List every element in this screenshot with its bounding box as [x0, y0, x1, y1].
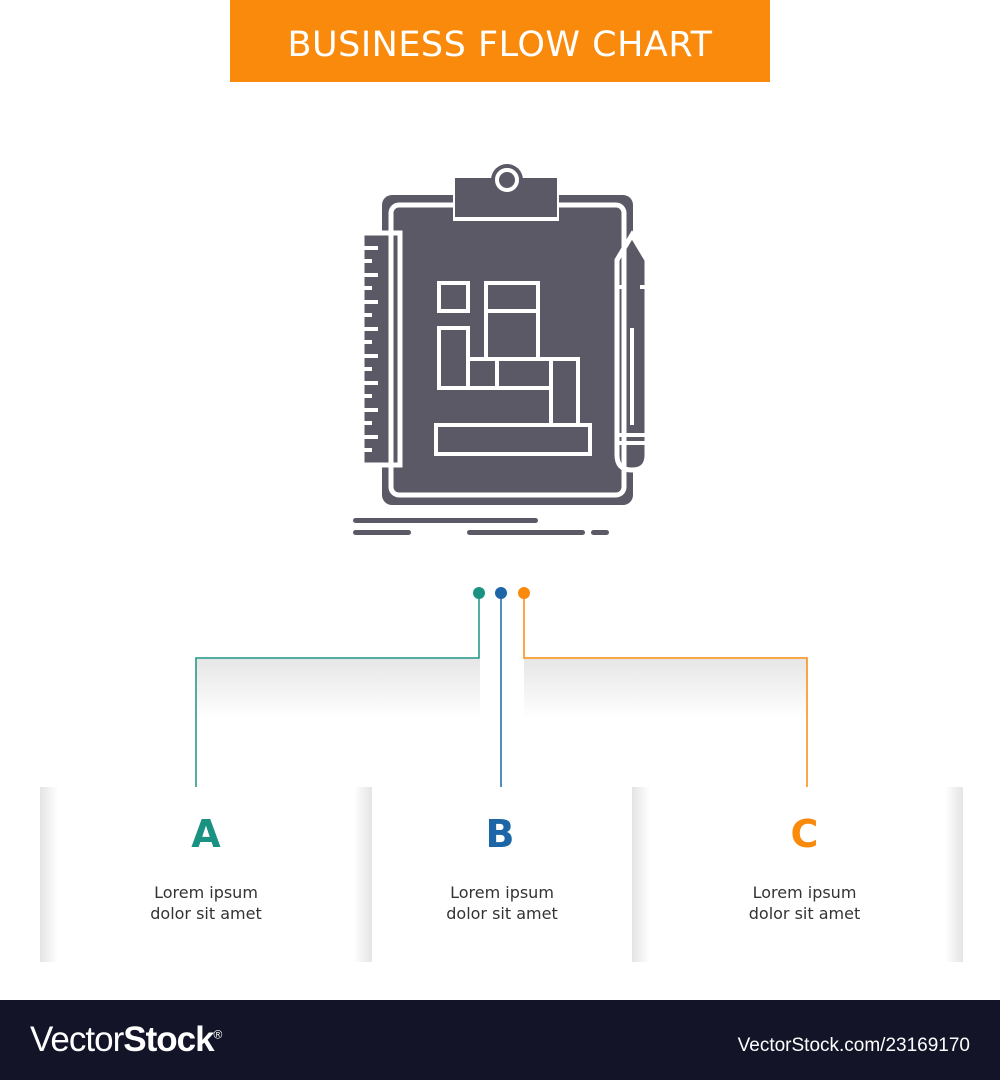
dot-a — [473, 587, 485, 599]
connector-c — [523, 593, 808, 797]
desc-line: Lorem ipsum — [752, 883, 857, 902]
step-description: Lorem ipsum dolor sit amet — [639, 882, 970, 924]
step-b-card: B Lorem ipsum dolor sit amet — [372, 787, 632, 962]
vectorstock-logo: VectorStock® — [30, 1020, 223, 1060]
image-id: VectorStock.com/23169170 — [737, 1035, 970, 1056]
desc-line: Lorem ipsum — [154, 883, 258, 902]
connector-a — [195, 593, 480, 797]
logo-mark: ® — [213, 1027, 223, 1042]
logo-light: Vector — [30, 1020, 124, 1059]
connector-lines — [195, 587, 808, 797]
footer-bar: VectorStock® VectorStock.com/23169170 — [0, 1000, 1000, 1080]
desc-line: dolor sit amet — [748, 904, 861, 923]
desc-line: dolor sit amet — [446, 904, 558, 923]
clipboard-blueprint-icon — [353, 164, 650, 535]
step-letter: C — [790, 812, 819, 856]
step-description: Lorem ipsum dolor sit amet — [372, 882, 632, 924]
logo-bold: Stock — [123, 1020, 214, 1059]
title-banner: BUSINESS FLOW CHART — [230, 0, 770, 82]
desc-line: Lorem ipsum — [450, 883, 554, 902]
step-c-card: C Lorem ipsum dolor sit amet — [632, 787, 963, 962]
dot-c — [518, 587, 530, 599]
desc-line: dolor sit amet — [150, 904, 262, 923]
dot-b — [495, 587, 507, 599]
step-letter: A — [191, 812, 221, 856]
step-description: Lorem ipsum dolor sit amet — [40, 882, 372, 924]
step-a-card: A Lorem ipsum dolor sit amet — [40, 787, 372, 962]
step-letter: B — [485, 812, 515, 856]
title: BUSINESS FLOW CHART — [287, 25, 713, 65]
